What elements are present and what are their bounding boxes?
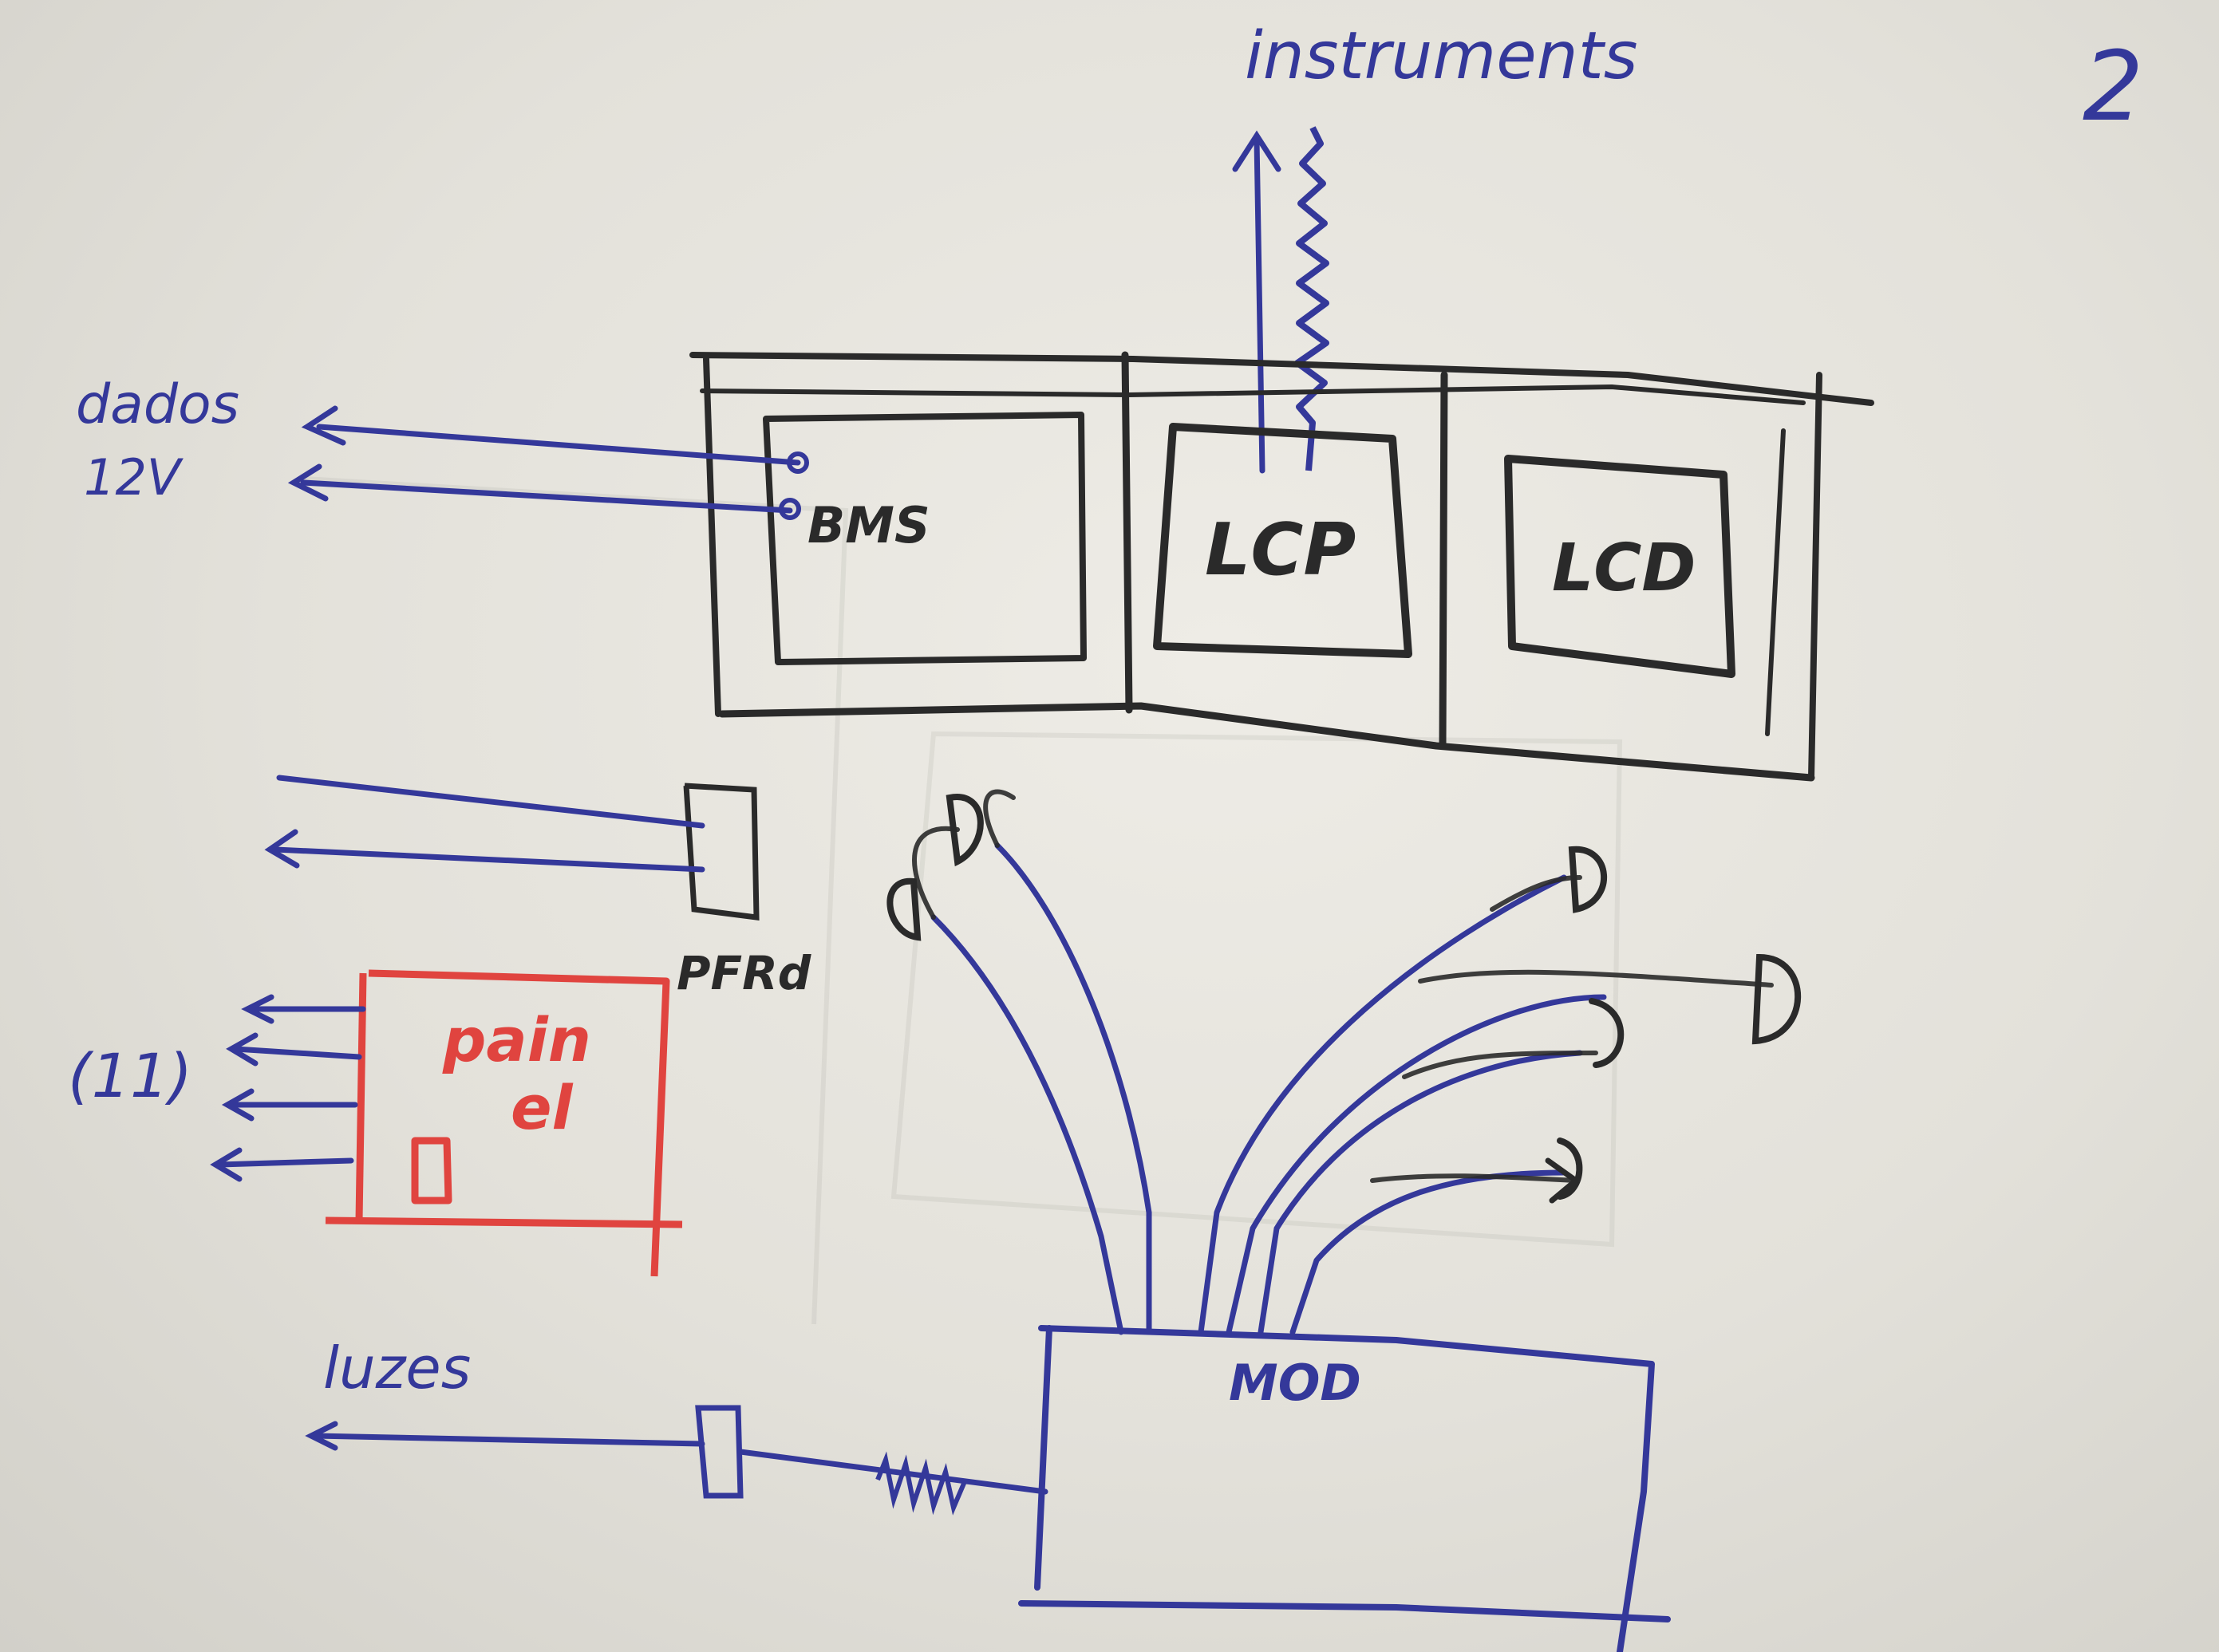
lcd-box — [1504, 455, 1735, 678]
lamp-icon-5 — [1589, 998, 1625, 1068]
bms-connector-bottom — [779, 498, 801, 520]
painel-count: (11) — [68, 1040, 192, 1111]
luzes-label: luzes — [323, 1335, 471, 1402]
lamp-icon-1 — [946, 794, 984, 867]
lcp-label: LCP — [1205, 508, 1356, 592]
dados-label: dados — [76, 373, 239, 436]
mod-wires-overlay — [912, 789, 1774, 1183]
painel-box — [325, 969, 683, 1277]
mod-label: MOD — [1229, 1354, 1361, 1412]
bms-data-lines — [287, 405, 801, 514]
lamp-icon-4 — [1751, 953, 1802, 1045]
lamp-icons — [886, 794, 1802, 1200]
12v-label: 12V — [84, 448, 184, 507]
lamp-arrow — [1545, 1157, 1581, 1204]
lamp-icon-6 — [1557, 1137, 1583, 1200]
instruments-cable — [1294, 126, 1329, 471]
lcd-label: LCD — [1552, 530, 1696, 606]
painel-output-lines — [210, 994, 366, 1182]
pfrd-label: PFRd — [677, 946, 811, 1000]
painel-label-line2: el — [511, 1072, 574, 1143]
instruments-label: instruments — [1245, 18, 1637, 94]
lcp-box — [1153, 423, 1412, 658]
luzes-cable-coil — [875, 1451, 968, 1516]
luzes-line — [305, 1405, 1048, 1499]
pfrd-connector — [683, 783, 760, 921]
mod-box — [1018, 1325, 1671, 1652]
lamp-icon-2 — [886, 877, 922, 941]
pfrd-lines — [264, 775, 705, 873]
bms-connector-top — [787, 451, 809, 474]
lamp-icon-3 — [1568, 846, 1607, 913]
page-number: 2 — [2083, 32, 2143, 143]
bms-label: BMS — [807, 496, 930, 554]
instruments-arrow — [1232, 130, 1281, 474]
paper-shadow — [302, 476, 1623, 1325]
painel-label-line1: pain — [442, 1004, 591, 1075]
main-panel — [689, 351, 1874, 782]
bms-box — [763, 412, 1087, 665]
mod-wires — [930, 842, 1607, 1335]
